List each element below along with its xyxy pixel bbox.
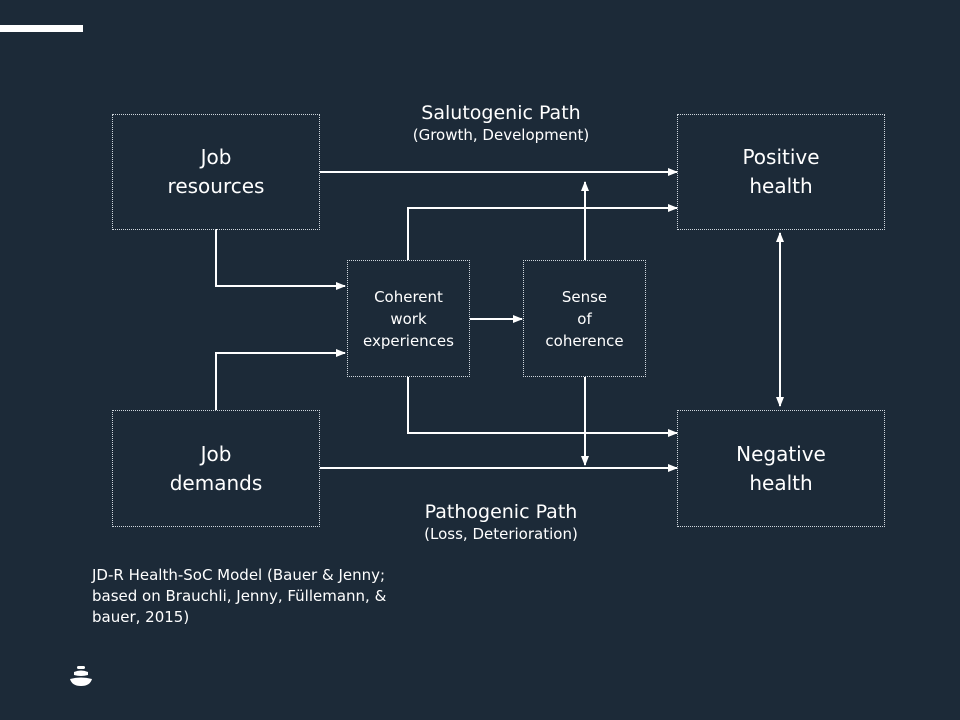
arrow-coherent-to-positive [407, 204, 678, 260]
box-text: demands [169, 470, 263, 495]
box-text: Negative [736, 441, 826, 466]
arrow-demands-to-coherent [215, 349, 346, 410]
job-resources-box: Job resources [112, 114, 320, 230]
path-subtitle: (Loss, Deterioration) [424, 525, 578, 543]
box-text: work [390, 309, 427, 328]
path-subtitle: (Growth, Development) [412, 126, 590, 144]
box-text: health [749, 470, 813, 495]
negative-health-box: Negative health [677, 410, 885, 527]
caption-line: JD-R Health-SoC Model (Bauer & Jenny; [92, 566, 386, 584]
logo-icon [70, 666, 92, 686]
arrow-resources-to-coherent [215, 229, 346, 290]
positive-health-box: Positive health [677, 114, 885, 230]
box-text: coherence [545, 331, 624, 350]
box-text: Job [200, 441, 232, 466]
box-text: Job [200, 145, 232, 169]
salutogenic-path-label: Salutogenic Path (Growth, Development) [301, 101, 701, 145]
caption-line: bauer, 2015) [92, 608, 190, 626]
job-demands-box: Job demands [112, 410, 320, 527]
path-title: Salutogenic Path [421, 102, 581, 124]
box-text: Positive [742, 145, 820, 169]
sense-of-coherence-box: Sense of coherence [523, 260, 646, 377]
pathogenic-path-label: Pathogenic Path (Loss, Deterioration) [301, 500, 701, 544]
coherent-work-experiences-box: Coherent work experiences [347, 260, 470, 377]
figure-caption: JD-R Health-SoC Model (Bauer & Jenny; ba… [92, 565, 422, 628]
box-text: resources [167, 174, 265, 198]
box-text: of [577, 309, 592, 328]
box-text: Coherent [374, 287, 443, 306]
caption-line: based on Brauchli, Jenny, Füllemann, & [92, 587, 387, 605]
box-text: health [749, 174, 813, 198]
box-text: experiences [363, 331, 454, 350]
path-title: Pathogenic Path [424, 501, 578, 523]
box-text: Sense [561, 287, 608, 306]
title-accent-bar [0, 25, 83, 32]
arrow-coherent-to-negative [407, 377, 678, 437]
